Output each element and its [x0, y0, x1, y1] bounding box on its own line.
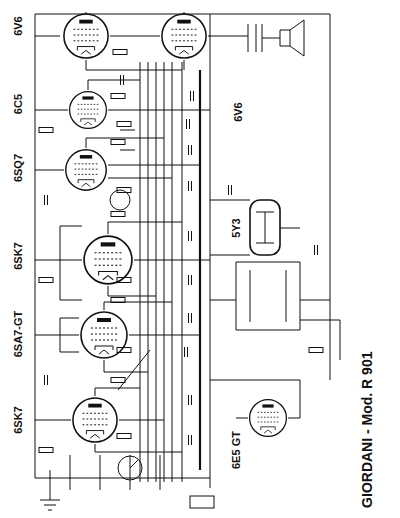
wiring — [35, 12, 340, 510]
maker-logo — [190, 496, 214, 508]
tube-label: 6V6 — [232, 101, 244, 123]
tube-label: 6C5 — [12, 93, 24, 115]
tube-envelopes — [64, 14, 286, 442]
tube-label: 6E5 GT — [230, 430, 242, 470]
tube-label: 5Y3 — [230, 217, 242, 239]
components — [39, 50, 323, 453]
tube-label: 6SA7-GT — [12, 310, 24, 358]
tube-label: 6SQ7 — [12, 153, 24, 183]
schematic-title: GIORDANI - Mod. R 901 — [360, 350, 375, 510]
tube-label: 6V6 — [12, 15, 24, 37]
tube-label: 6SK7 — [12, 405, 24, 435]
tube-label: 6SK7 — [12, 241, 24, 271]
